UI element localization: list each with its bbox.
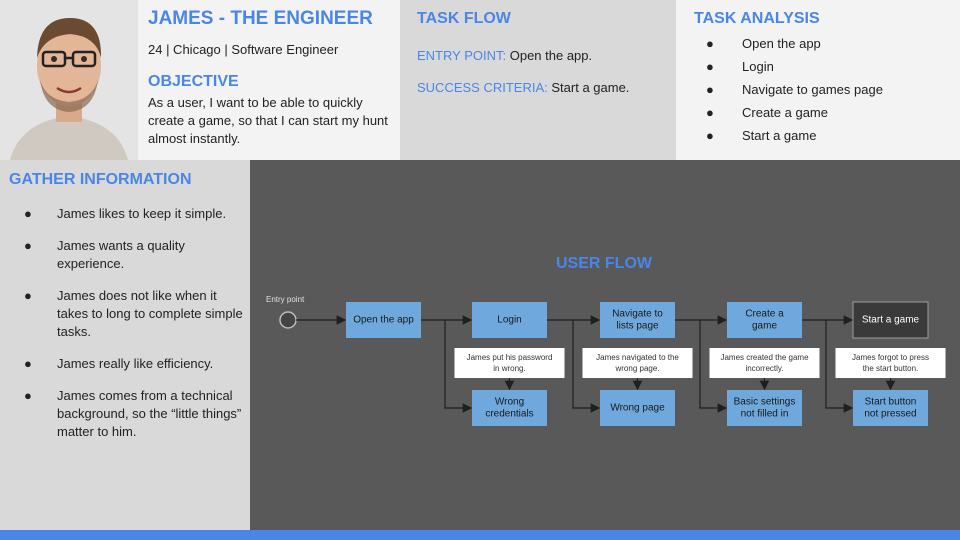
- persona-photo: [0, 0, 138, 160]
- list-item-text: Start a game: [742, 128, 817, 143]
- flow-note-box: [582, 348, 693, 378]
- list-item: ● Start a game: [706, 127, 883, 150]
- bullet-icon: ●: [706, 105, 714, 120]
- flow-error-label: Start button: [865, 397, 917, 408]
- list-item-text: Open the app: [742, 36, 821, 51]
- list-item: ● Open the app: [706, 35, 883, 58]
- list-item: ● Login: [706, 58, 883, 81]
- list-item: ● James really like efficiency.: [24, 355, 246, 373]
- flow-step-label: lists page: [616, 321, 659, 332]
- success-criteria-label: SUCCESS CRITERIA:: [417, 80, 548, 95]
- entry-point-value: Open the app.: [509, 48, 593, 63]
- bullet-icon: ●: [706, 128, 714, 143]
- flow-step-label: game: [752, 321, 777, 332]
- flow-branch-arrow: [825, 320, 854, 413]
- gather-information-panel: GATHER INFORMATION ● James likes to keep …: [0, 160, 250, 530]
- task-analysis-list: ● Open the app ● Login ● Navigate to games …: [706, 35, 883, 150]
- list-item: ● Navigate to games page: [706, 81, 883, 104]
- list-item-text: Login: [742, 59, 774, 74]
- bullet-icon: ●: [24, 238, 32, 253]
- flow-step-box: [727, 302, 802, 338]
- task-flow-heading: TASK FLOW: [417, 10, 511, 27]
- user-flow-title: USER FLOW: [556, 255, 652, 272]
- persona-avatar-image: [0, 0, 138, 160]
- flow-note-box: [709, 348, 820, 378]
- flow-error-label: not pressed: [864, 409, 916, 420]
- flow-branch-arrow: [572, 320, 601, 413]
- task-analysis-heading: TASK ANALYSIS: [694, 10, 820, 27]
- list-item: ● James wants a quality experience.: [24, 237, 246, 273]
- flow-branch-arrow: [444, 320, 473, 413]
- bullet-icon: ●: [24, 206, 32, 221]
- success-criteria-line: SUCCESS CRITERIA: Start a game.: [417, 80, 629, 95]
- flow-branch-arrow: [699, 320, 728, 413]
- flow-note-text: James put his password: [467, 353, 553, 362]
- flow-error-label: Basic settings: [734, 397, 796, 408]
- flow-error-box: [600, 390, 675, 426]
- flow-step-label: Start a game: [862, 315, 920, 326]
- list-item-text: James really like efficiency.: [57, 356, 214, 371]
- entry-point-label: ENTRY POINT:: [417, 48, 507, 63]
- list-item-text: James likes to keep it simple.: [57, 206, 227, 221]
- flow-note-text: incorrectly.: [745, 364, 783, 373]
- list-item-text: James does not like when it takes to lon…: [57, 288, 243, 339]
- list-item: ● Create a game: [706, 104, 883, 127]
- flow-error-label: not filled in: [741, 409, 789, 420]
- flow-step-box: [346, 302, 421, 338]
- flow-step-box: [600, 302, 675, 338]
- flow-error-box: [853, 390, 928, 426]
- flow-note-text: James navigated to the: [596, 353, 679, 362]
- flow-note-box: [454, 348, 565, 378]
- flow-note-text: the start button.: [863, 364, 919, 373]
- flow-step-label: Create a: [745, 309, 784, 320]
- flow-note-box: [835, 348, 946, 378]
- bullet-icon: ●: [706, 59, 714, 74]
- entry-point-marker: [279, 311, 297, 329]
- flow-note-text: in wrong.: [493, 364, 525, 373]
- flow-step-label: Navigate to: [612, 309, 663, 320]
- flow-error-label: credentials: [485, 409, 533, 420]
- list-item-text: James wants a quality experience.: [57, 238, 185, 271]
- bullet-icon: ●: [24, 388, 32, 403]
- flow-step-box: [472, 302, 547, 338]
- flow-error-box: [472, 390, 547, 426]
- flow-step-box: [852, 301, 929, 339]
- task-flow-panel: TASK FLOW ENTRY POINT: Open the app. SUC…: [400, 0, 676, 160]
- flow-error-box: [727, 390, 802, 426]
- task-analysis-panel: TASK ANALYSIS ● Open the app ● Login ● Navi…: [676, 0, 960, 160]
- flow-error-label: Wrong: [495, 397, 524, 408]
- flow-note-text: wrong page.: [614, 364, 659, 373]
- gather-information-list: ● James likes to keep it simple. ● James w…: [24, 205, 246, 455]
- flow-step-label: Open the app: [353, 315, 414, 326]
- bullet-icon: ●: [706, 36, 714, 51]
- list-item-text: Create a game: [742, 105, 828, 120]
- list-item: ● James does not like when it takes to lo…: [24, 287, 246, 341]
- entry-point-line: ENTRY POINT: Open the app.: [417, 48, 592, 63]
- flow-note-text: James forgot to press: [852, 353, 929, 362]
- gather-information-heading: GATHER INFORMATION: [9, 171, 192, 188]
- bullet-icon: ●: [706, 82, 714, 97]
- bullet-icon: ●: [24, 356, 32, 371]
- bottom-accent-bar: [0, 530, 960, 540]
- list-item-text: Navigate to games page: [742, 82, 883, 97]
- persona-panel: JAMES - THE ENGINEER 24 | Chicago | Soft…: [138, 0, 400, 160]
- objective-text: As a user, I want to be able to quickly …: [148, 95, 388, 146]
- entry-point-label: Entry point: [266, 295, 305, 304]
- success-criteria-value: Start a game.: [551, 80, 630, 95]
- objective-heading: OBJECTIVE: [148, 73, 239, 90]
- list-item: ● James likes to keep it simple.: [24, 205, 246, 223]
- list-item-text: James comes from a technical background,…: [57, 388, 242, 439]
- flow-error-label: Wrong page: [610, 403, 665, 414]
- persona-meta: 24 | Chicago | Software Engineer: [148, 42, 339, 57]
- flow-step-label: Login: [497, 315, 521, 326]
- persona-name: JAMES - THE ENGINEER: [148, 8, 373, 29]
- list-item: ● James comes from a technical background…: [24, 387, 246, 441]
- bullet-icon: ●: [24, 288, 32, 303]
- flow-note-text: James created the game: [720, 353, 809, 362]
